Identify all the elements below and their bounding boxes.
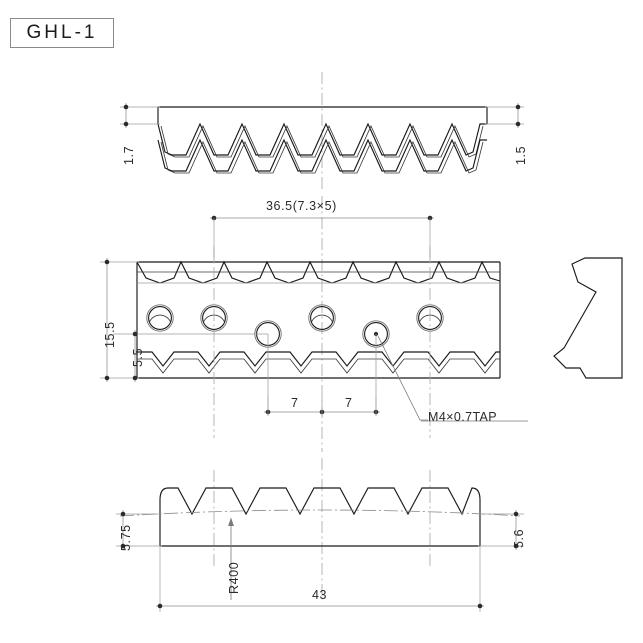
plan-view-with-holes — [100, 215, 528, 438]
right-side-section-profile — [553, 257, 623, 379]
plan-view-dim-bottom-a: 7 — [291, 396, 299, 410]
front-view-dim-left: 5.75 — [119, 524, 133, 551]
plan-view-dim-bottom-b: 7 — [345, 396, 353, 410]
top-serrated-profile-view — [120, 103, 524, 174]
front-elevation-view — [116, 470, 524, 612]
tap-callout-label: M4×0.7TAP — [428, 410, 498, 424]
hole-lower-3 — [146, 304, 174, 332]
front-view-dim-right: 5.6 — [512, 528, 526, 548]
part-number-label: GHL-1 — [26, 22, 98, 43]
plan-view-dim-top: 36.5(7.3×5) — [266, 199, 337, 213]
hole-upper-2 — [308, 304, 336, 332]
plan-view-dim-left-overall: 15.5 — [103, 321, 117, 348]
plan-view-dim-left-lower: 5.5 — [131, 347, 145, 367]
title-block: GHL-1 — [10, 18, 114, 48]
front-view-dim-overall: 43 — [312, 588, 328, 602]
top-view-dim-right: 1.5 — [514, 145, 528, 165]
radius-callout-label: R400 — [227, 561, 241, 594]
top-view-dim-left: 1.7 — [122, 145, 136, 165]
